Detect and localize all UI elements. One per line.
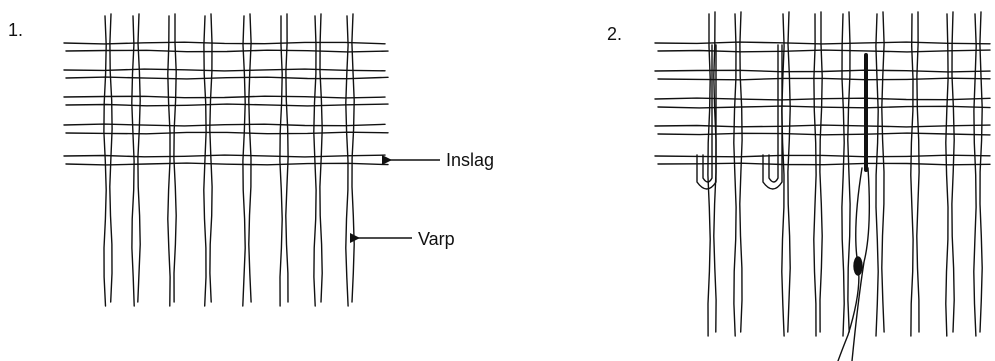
warp-thread [781,13,785,337]
figure2-weave [654,11,991,361]
figure1-number: 1. [8,20,24,40]
figure1-warp-threads [103,13,355,307]
warp-thread [847,11,851,333]
warp-thread [819,11,823,333]
weft-thread [657,105,991,109]
weft-loop [768,44,779,183]
warp-thread [173,13,177,303]
warp-thread [345,15,349,307]
warp-thread [248,13,252,303]
weft-thread [65,103,389,107]
weft-thread [63,68,386,72]
warp-thread [945,13,949,337]
weft-thread [65,131,389,135]
weft-thread [654,41,991,45]
weft-thread [654,124,991,128]
weft-thread [63,154,386,158]
weft-thread [654,154,991,158]
needle-thread [837,167,863,361]
warp-thread [739,11,743,333]
figure2-needle-thread [837,53,871,361]
weft-thread [63,123,386,127]
needle-thread [851,167,871,361]
warp-thread [131,15,135,307]
figure1-weft-threads [63,41,389,166]
warp-thread [285,13,289,303]
weft-thread [65,76,389,80]
warp-thread [979,11,983,333]
warp-thread [813,13,817,337]
weft-thread [657,132,991,136]
warp-thread [351,13,355,303]
warp-thread [787,11,791,333]
figure2-weft-loops [696,44,783,190]
thread-knot [853,256,863,276]
warp-thread [242,15,246,307]
figure2-number: 2. [607,24,623,44]
weft-thread [63,95,386,99]
warp-thread [209,13,213,303]
warp-thread [951,11,955,333]
warp-thread [203,15,207,307]
weft-thread [657,49,991,53]
warp-thread [916,11,920,333]
warp-thread [910,13,914,337]
warp-thread [973,13,977,337]
warp-thread [733,13,737,337]
warp-thread [313,15,317,307]
warp-thread [875,13,879,337]
warp-thread [319,13,323,303]
warp-thread [841,13,845,337]
weft-loop [762,44,783,190]
weft-loop [702,44,713,183]
warp-thread [707,13,711,337]
warp-thread [167,15,171,307]
weft-loop [696,44,717,190]
weft-thread [657,162,991,166]
warp-thread [103,15,107,307]
weft-thread [63,41,386,45]
figure1-weave [63,13,389,307]
weft-thread [65,49,389,53]
warp-label: Varp [418,229,455,249]
figure2-warp-threads [707,11,983,337]
weft-thread [65,162,389,166]
weft-label: Inslag [446,150,495,170]
figure2-weft-threads [654,41,991,166]
warp-thread [137,13,141,303]
weft-thread [654,97,991,101]
weft-thread [657,77,991,81]
warp-thread [881,11,885,333]
warp-thread [109,13,113,303]
warp-thread [279,15,283,307]
